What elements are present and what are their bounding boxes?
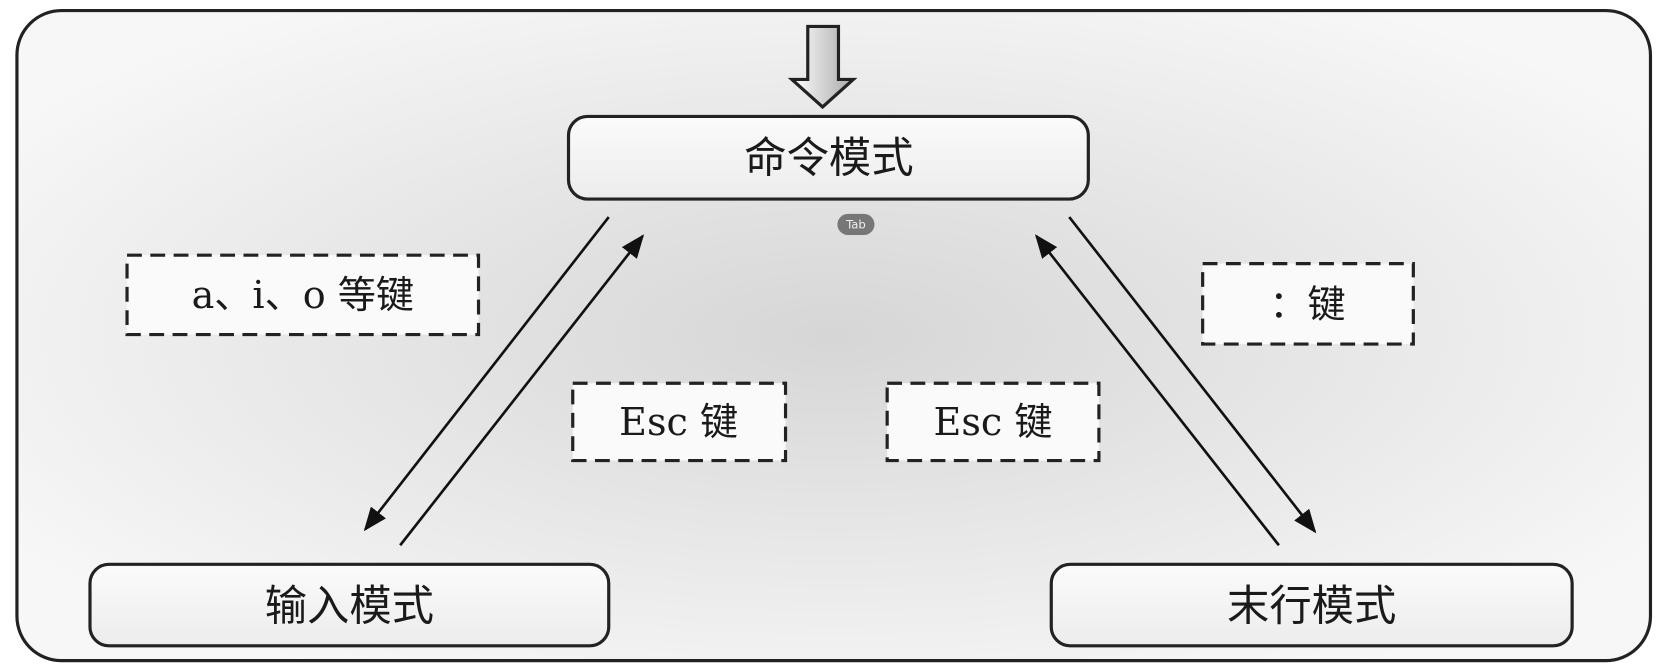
start-arrow-icon [787,24,858,110]
insert-mode-label: 输入模式 [265,581,434,630]
node-last-line-mode: 末行模式 [1049,562,1574,648]
node-insert-mode: 输入模式 [88,562,611,648]
last-line-mode-label: 末行模式 [1227,581,1396,630]
arrow-insert-to-command [399,234,645,547]
colon-key-label: ：键 [1269,283,1345,327]
arrow-command-to-last-line [1068,216,1317,534]
node-command-mode: 命令模式 [566,114,1090,201]
arrow-command-to-insert [363,216,610,532]
tab-badge: Tab [837,213,875,236]
to-insert-key-label: a、i、o 等键 [192,273,414,317]
command-mode-label: 命令模式 [744,134,913,183]
label-to-insert: a、i、o 等键 [125,253,481,337]
esc-key-label: Esc 键 [619,400,738,444]
tab-badge-label: Tab [845,218,866,232]
esc-key-label: Esc 键 [934,400,1053,444]
arrow-last-line-to-command [1034,234,1280,547]
label-last-line-to-command: Esc 键 [885,381,1101,463]
label-insert-to-command: Esc 键 [571,381,788,463]
label-to-last-line: ：键 [1201,262,1415,346]
